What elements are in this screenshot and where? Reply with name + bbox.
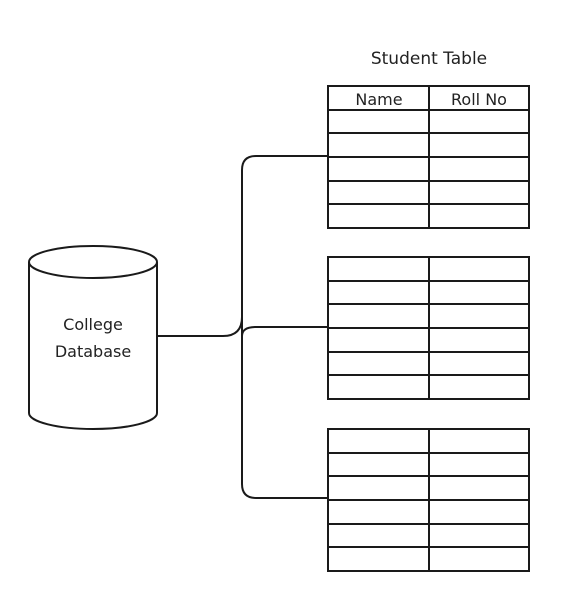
connector-main — [157, 316, 243, 337]
table-title: Student Table — [371, 49, 487, 69]
database-cylinder — [28, 245, 158, 430]
student-table-1 — [327, 85, 530, 229]
connector-table-1 — [241, 155, 328, 336]
column-header-roll-no: Roll No — [451, 90, 507, 109]
student-table-3 — [327, 428, 530, 572]
student-table-2 — [327, 256, 530, 400]
database-top — [28, 245, 158, 279]
connector-table-3 — [241, 336, 328, 499]
connectors — [157, 155, 328, 499]
database-label-line2: Database — [55, 342, 131, 361]
column-header-name: Name — [355, 90, 402, 109]
connector-table-2 — [241, 326, 328, 337]
database-body — [28, 262, 158, 430]
database-label-line1: College — [63, 315, 123, 334]
